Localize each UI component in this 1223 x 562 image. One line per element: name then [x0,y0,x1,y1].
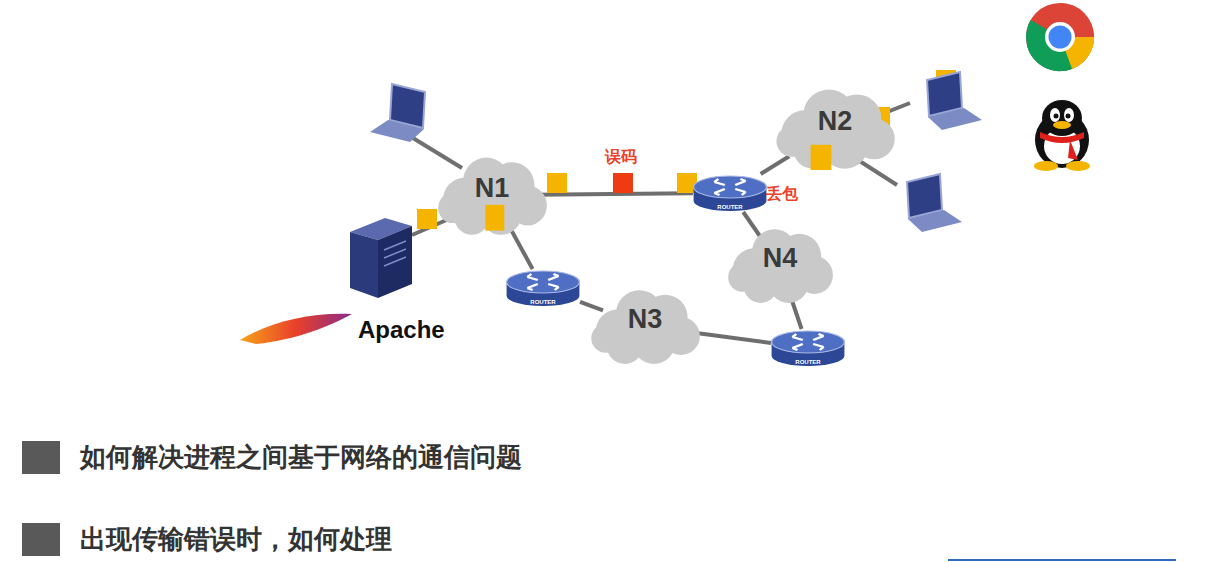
network-cloud: N2 [774,86,896,170]
network-name: N3 [628,304,663,335]
network-cloud: N4 [726,226,834,304]
bullet-text: 如何解决进程之间基于网络的通信问题 [80,440,522,475]
network-link [534,193,693,194]
router-caption: ROUTER [691,204,769,210]
router-icon: ROUTER [504,268,582,308]
bullet-text: 出现传输错误时，如何处理 [80,522,392,557]
apache-label: Apache [358,316,445,344]
network-name: N2 [818,106,853,137]
loss-label: 丢包 [766,184,798,205]
router-icon: ROUTER [691,173,769,213]
network-name: N4 [763,243,798,274]
router-caption: ROUTER [769,359,847,365]
network-link [509,226,533,269]
network-link [761,156,790,174]
router-caption: ROUTER [504,299,582,305]
network-cloud: N3 [589,287,701,365]
network-name: N1 [475,173,510,204]
network-link [743,212,759,236]
network-link [580,302,603,311]
network-cloud: N1 [436,154,548,236]
router-icon: ROUTER [769,328,847,368]
error-label: 误码 [605,147,637,168]
